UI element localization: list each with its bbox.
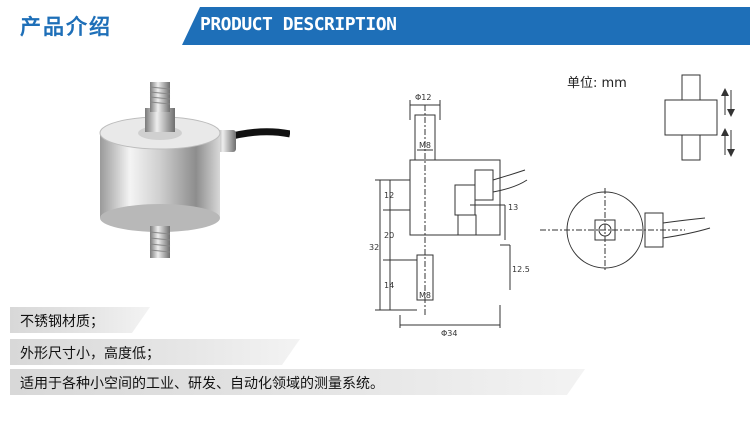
dim-h-bottom: 14 — [384, 281, 394, 290]
feature-text: 外形尺寸小，高度低； — [20, 346, 160, 362]
feature-item-application: 适用于各种小空间的工业、研发、自动化领域的测量系统。 — [10, 369, 585, 395]
load-cell-front-view — [375, 100, 528, 328]
dim-top-dia: Φ12 — [415, 93, 431, 102]
header-blue-bar — [182, 7, 750, 45]
dim-body-dia: Φ34 — [441, 329, 457, 338]
dim-h-top: 12 — [384, 191, 394, 200]
tension-compression-icon — [664, 74, 732, 161]
load-cell-top-view — [540, 188, 711, 272]
header-title-cn: 产品介绍 — [20, 15, 112, 39]
dim-offset-right: 12.5 — [512, 265, 530, 274]
dim-cable-offset: 13 — [508, 203, 518, 212]
feature-item-material: 不锈钢材质； — [10, 307, 150, 333]
dim-h-total: 32 — [369, 243, 379, 252]
dim-bottom-thread: M8 — [419, 291, 431, 300]
feature-text: 适用于各种小空间的工业、研发、自动化领域的测量系统。 — [20, 376, 384, 392]
dimension-drawing: Φ12 M8 12 32 20 14 13 12.5 M8 Φ34 — [369, 74, 735, 338]
header-title-en: PRODUCT DESCRIPTION — [200, 14, 397, 35]
load-cell-photo — [99, 82, 290, 258]
header-left-panel — [0, 0, 185, 52]
dim-top-thread: M8 — [419, 141, 431, 150]
feature-text: 不锈钢材质； — [20, 314, 104, 330]
feature-item-size: 外形尺寸小，高度低； — [10, 339, 300, 365]
unit-label: 单位: mm — [567, 76, 627, 91]
section-header: 产品介绍 PRODUCT DESCRIPTION — [0, 0, 750, 52]
dim-h-body: 20 — [384, 231, 394, 240]
